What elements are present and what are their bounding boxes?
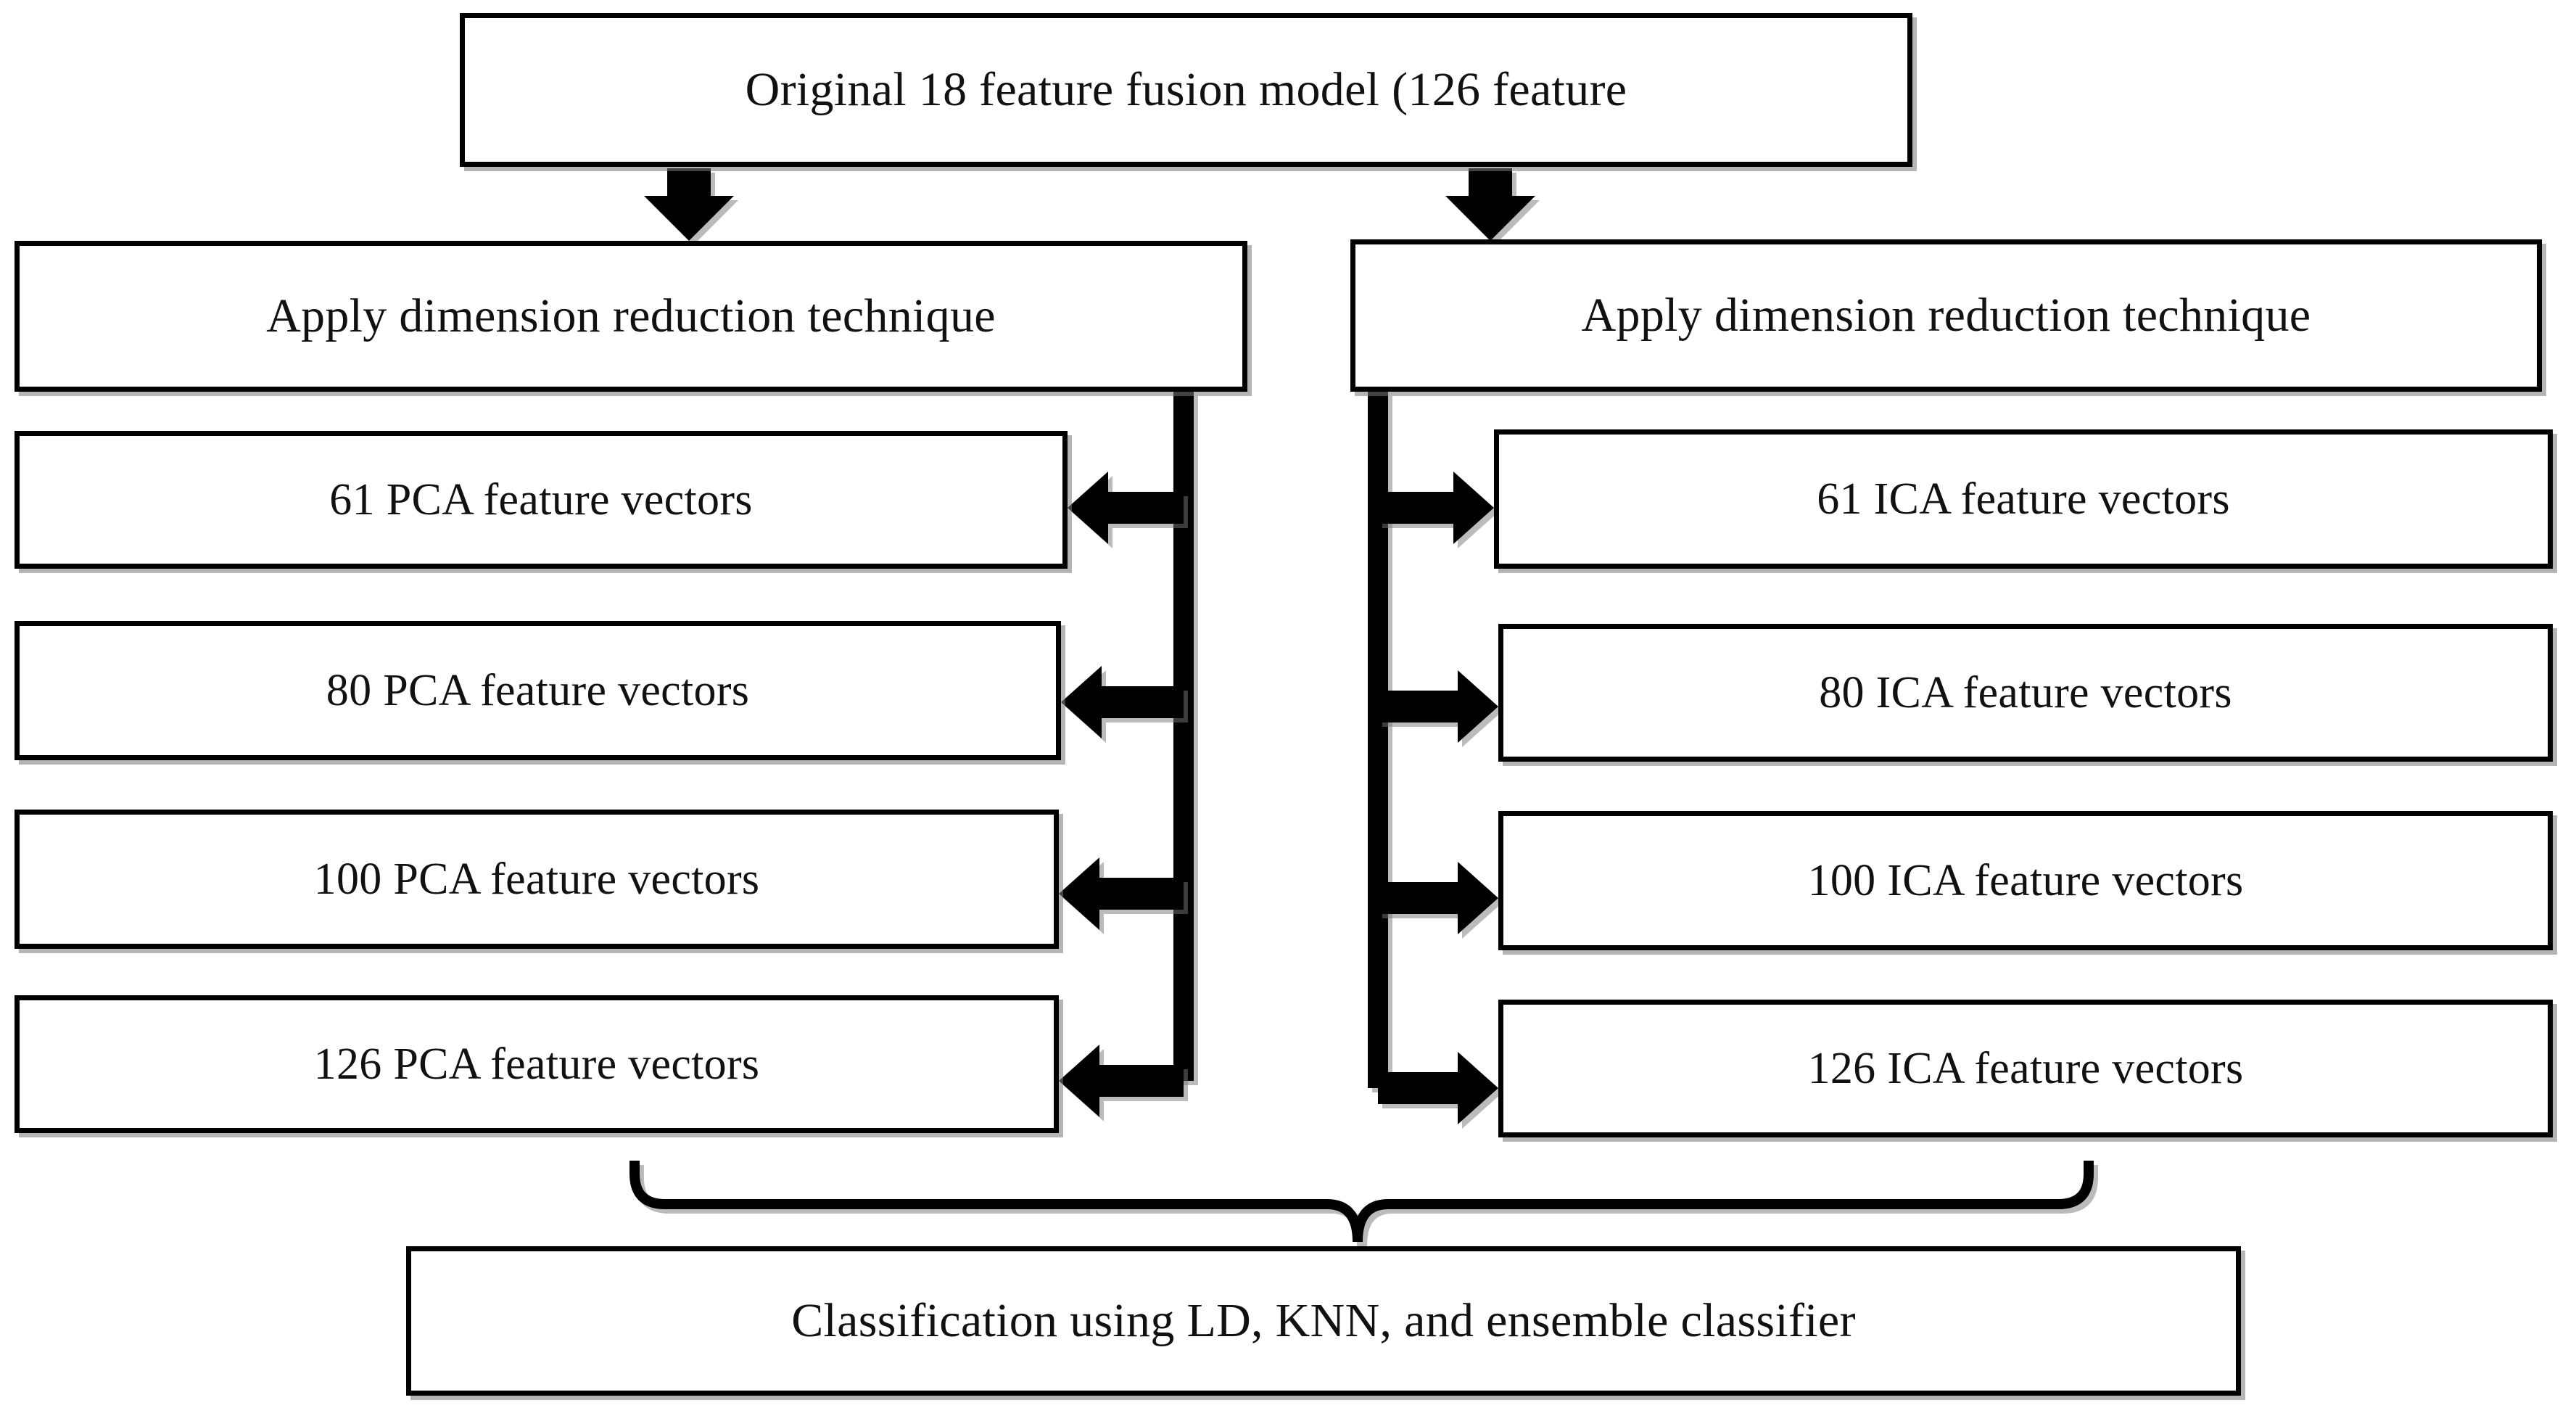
node-pca-feature-vectors: 100 PCA feature vectors bbox=[15, 810, 1059, 949]
arrow-to-ica-1 bbox=[1378, 670, 1498, 743]
node-apply-reduction-left-label: Apply dimension reduction technique bbox=[266, 289, 996, 342]
arrow-to-pca-0 bbox=[1068, 472, 1184, 544]
trunk-lines bbox=[1173, 392, 1388, 1088]
node-classification-label: Classification using LD, KNN, and ensemb… bbox=[791, 1293, 1856, 1347]
node-ica-feature-vectors: 80 ICA feature vectors bbox=[1498, 624, 2553, 762]
node-apply-reduction-left: Apply dimension reduction technique bbox=[15, 241, 1247, 392]
node-classification: Classification using LD, KNN, and ensemb… bbox=[406, 1246, 2241, 1396]
node-pca-feature-vectors: 126 PCA feature vectors bbox=[15, 995, 1059, 1133]
down-arrow-left bbox=[644, 168, 734, 241]
node-ica-feature-vectors: 61 ICA feature vectors bbox=[1494, 429, 2553, 569]
node-pca-feature-vectors-label: 61 PCA feature vectors bbox=[329, 474, 753, 524]
node-pca-feature-vectors-label: 126 PCA feature vectors bbox=[313, 1039, 760, 1089]
node-apply-reduction-right-label: Apply dimension reduction technique bbox=[1581, 288, 2311, 342]
arrow-to-pca-2 bbox=[1059, 857, 1184, 930]
node-ica-feature-vectors-label: 61 ICA feature vectors bbox=[1817, 474, 2230, 524]
node-pca-feature-vectors: 80 PCA feature vectors bbox=[15, 621, 1061, 760]
arrow-to-ica-0 bbox=[1378, 472, 1494, 544]
branch-arrows bbox=[1059, 472, 1498, 1124]
node-ica-feature-vectors: 100 ICA feature vectors bbox=[1498, 811, 2553, 950]
node-ica-feature-vectors-label: 80 ICA feature vectors bbox=[1819, 667, 2232, 717]
node-pca-feature-vectors-label: 100 PCA feature vectors bbox=[313, 854, 760, 904]
arrow-to-pca-3 bbox=[1059, 1045, 1184, 1117]
node-ica-feature-vectors-label: 100 ICA feature vectors bbox=[1807, 855, 2244, 905]
merge-brace bbox=[629, 1161, 2098, 1247]
node-pca-feature-vectors-label: 80 PCA feature vectors bbox=[326, 665, 750, 715]
node-ica-feature-vectors: 126 ICA feature vectors bbox=[1498, 1000, 2553, 1137]
node-source-model: Original 18 feature fusion model (126 fe… bbox=[460, 13, 1912, 167]
arrow-to-ica-2 bbox=[1378, 862, 1498, 934]
arrow-to-ica-3 bbox=[1378, 1052, 1498, 1124]
merge-brace-path bbox=[629, 1161, 2094, 1243]
node-source-model-label: Original 18 feature fusion model (126 fe… bbox=[745, 62, 1627, 116]
down-arrow-right bbox=[1445, 168, 1535, 241]
node-apply-reduction-right: Apply dimension reduction technique bbox=[1350, 239, 2542, 392]
arrow-to-pca-1 bbox=[1061, 666, 1184, 738]
node-ica-feature-vectors-label: 126 ICA feature vectors bbox=[1807, 1043, 2244, 1093]
source-split-arrows bbox=[644, 168, 1535, 241]
node-pca-feature-vectors: 61 PCA feature vectors bbox=[15, 431, 1068, 569]
